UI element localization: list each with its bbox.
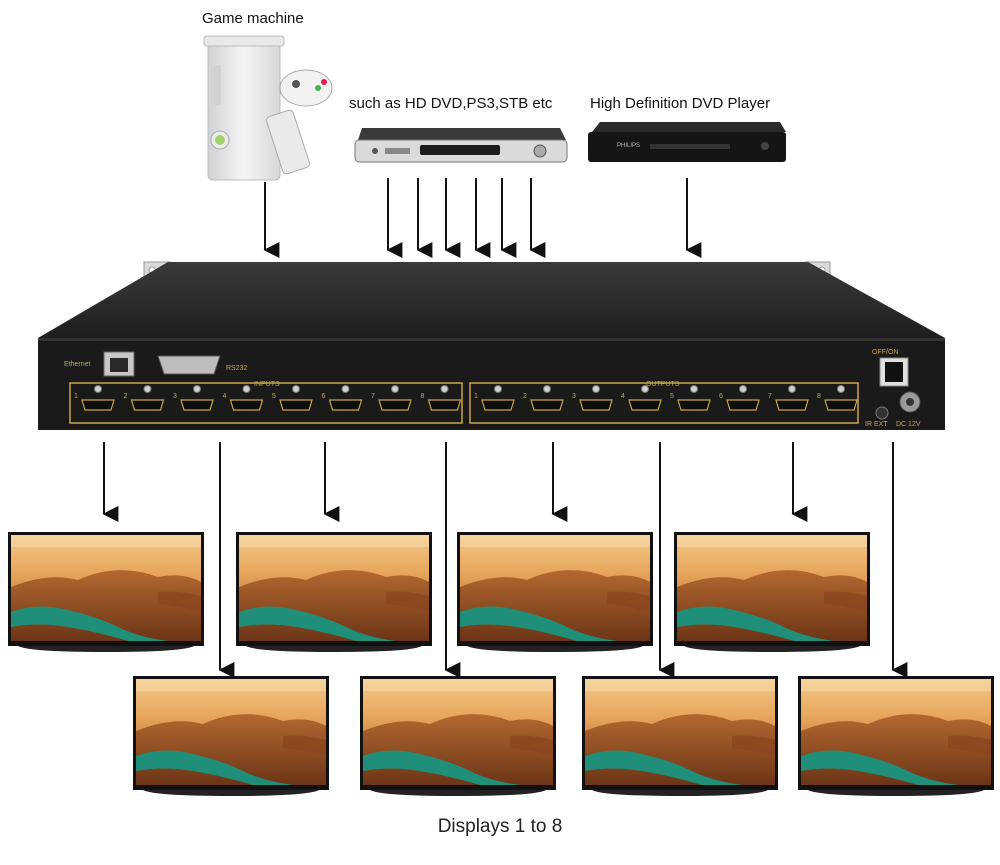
displays bbox=[8, 532, 994, 796]
input-port-7: 7 bbox=[371, 385, 412, 411]
display-6 bbox=[360, 676, 556, 796]
input-led-2 bbox=[143, 385, 152, 393]
input-port-6: 6 bbox=[322, 385, 363, 411]
input-hdmi-socket-3 bbox=[180, 399, 214, 411]
input-hdmi-socket-4 bbox=[229, 399, 264, 411]
power-label: OFF/ON bbox=[872, 349, 898, 356]
input-hdmi-socket-7 bbox=[378, 399, 412, 411]
input-led-7 bbox=[391, 385, 399, 393]
input-arrows bbox=[263, 178, 702, 258]
output-led-2 bbox=[543, 385, 551, 393]
input-port-number-3: 3 bbox=[173, 393, 177, 400]
dc-label: DC 12V bbox=[896, 421, 921, 428]
input-hdmi-socket-6 bbox=[328, 399, 363, 411]
output-port-number-2: 2 bbox=[523, 393, 527, 400]
rs232-label: RS232 bbox=[226, 365, 248, 372]
output-hdmi-socket-4 bbox=[628, 399, 662, 411]
output-port-number-5: 5 bbox=[670, 393, 674, 400]
input-port-number-6: 6 bbox=[322, 393, 326, 400]
input-port-1: 1 bbox=[74, 385, 115, 411]
display-5 bbox=[133, 676, 329, 796]
display-1 bbox=[8, 532, 204, 652]
game-machine-image bbox=[203, 35, 333, 181]
input-port-number-7: 7 bbox=[371, 393, 375, 400]
input-led-5 bbox=[292, 385, 300, 393]
output-port-5: 5 bbox=[670, 385, 711, 411]
inputs-label: INPUTS bbox=[254, 381, 280, 388]
ir-ext-label: IR EXT bbox=[865, 421, 888, 428]
output-hdmi-socket-8 bbox=[824, 399, 858, 411]
input-port-number-8: 8 bbox=[421, 393, 425, 400]
output-led-8 bbox=[837, 385, 845, 393]
dvd-player-label: High Definition DVD Player bbox=[590, 95, 771, 112]
input-port-number-5: 5 bbox=[272, 393, 276, 400]
output-port-number-3: 3 bbox=[572, 393, 576, 400]
output-port-4: 4 bbox=[621, 385, 662, 411]
input-hdmi-socket-1 bbox=[81, 399, 115, 411]
output-hdmi-socket-3 bbox=[579, 399, 613, 411]
output-port-number-8: 8 bbox=[817, 393, 821, 400]
input-led-1 bbox=[94, 385, 102, 393]
output-led-5 bbox=[690, 385, 698, 393]
output-port-number-7: 7 bbox=[768, 393, 772, 400]
input-port-8: 8 bbox=[421, 385, 462, 411]
game-machine-label: Game machine bbox=[202, 10, 304, 27]
display-7 bbox=[582, 676, 778, 796]
input-port-number-2: 2 bbox=[124, 393, 128, 400]
input-port-4: 4 bbox=[223, 385, 264, 411]
output-hdmi-socket-2 bbox=[530, 399, 564, 411]
input-led-8 bbox=[440, 385, 449, 393]
output-led-3 bbox=[592, 385, 600, 393]
input-port-3: 3 bbox=[173, 385, 214, 411]
display-2 bbox=[236, 532, 432, 652]
output-hdmi-socket-1 bbox=[481, 399, 515, 411]
output-led-4 bbox=[641, 385, 649, 393]
output-port-number-6: 6 bbox=[719, 393, 723, 400]
input-hdmi-socket-5 bbox=[279, 399, 313, 411]
input-port-5: 5 bbox=[272, 385, 313, 411]
input-port-number-1: 1 bbox=[74, 393, 78, 400]
output-ports: 1 2 3 4 5 6 7 8 bbox=[474, 385, 858, 411]
output-hdmi-socket-5 bbox=[677, 399, 711, 411]
input-led-6 bbox=[341, 385, 350, 393]
input-port-2: 2 bbox=[124, 385, 165, 411]
input-led-3 bbox=[193, 385, 201, 393]
output-led-1 bbox=[494, 385, 502, 393]
input-hdmi-socket-8 bbox=[427, 399, 462, 411]
output-led-6 bbox=[739, 385, 747, 393]
dvd-player-image bbox=[588, 122, 786, 162]
output-arrows bbox=[102, 442, 908, 678]
input-led-4 bbox=[242, 385, 251, 393]
input-ports: 1 2 3 4 5 6 7 8 bbox=[74, 385, 462, 411]
output-hdmi-socket-6 bbox=[726, 399, 760, 411]
output-port-number-1: 1 bbox=[474, 393, 478, 400]
output-port-1: 1 bbox=[474, 385, 515, 411]
dvd-brand-text: PHILIPS bbox=[617, 143, 640, 149]
outputs-label: OUTPUTS bbox=[646, 381, 680, 388]
output-port-number-4: 4 bbox=[621, 393, 625, 400]
output-port-2: 2 bbox=[523, 385, 564, 411]
output-led-7 bbox=[788, 385, 796, 393]
display-4 bbox=[674, 532, 870, 652]
display-8 bbox=[798, 676, 994, 796]
output-hdmi-socket-7 bbox=[775, 399, 809, 411]
hdmi-matrix-switcher bbox=[38, 261, 945, 430]
hd-players-label: such as HD DVD,PS3,STB etc bbox=[349, 95, 553, 112]
ethernet-label: Ethernet bbox=[64, 361, 91, 368]
hd-player-image bbox=[354, 128, 568, 163]
display-3 bbox=[457, 532, 653, 652]
input-hdmi-socket-2 bbox=[130, 399, 165, 411]
input-port-number-4: 4 bbox=[223, 393, 227, 400]
footer-caption: Displays 1 to 8 bbox=[437, 816, 563, 837]
output-port-3: 3 bbox=[572, 385, 613, 411]
output-port-7: 7 bbox=[768, 385, 809, 411]
output-port-6: 6 bbox=[719, 385, 760, 411]
output-port-8: 8 bbox=[817, 385, 858, 411]
